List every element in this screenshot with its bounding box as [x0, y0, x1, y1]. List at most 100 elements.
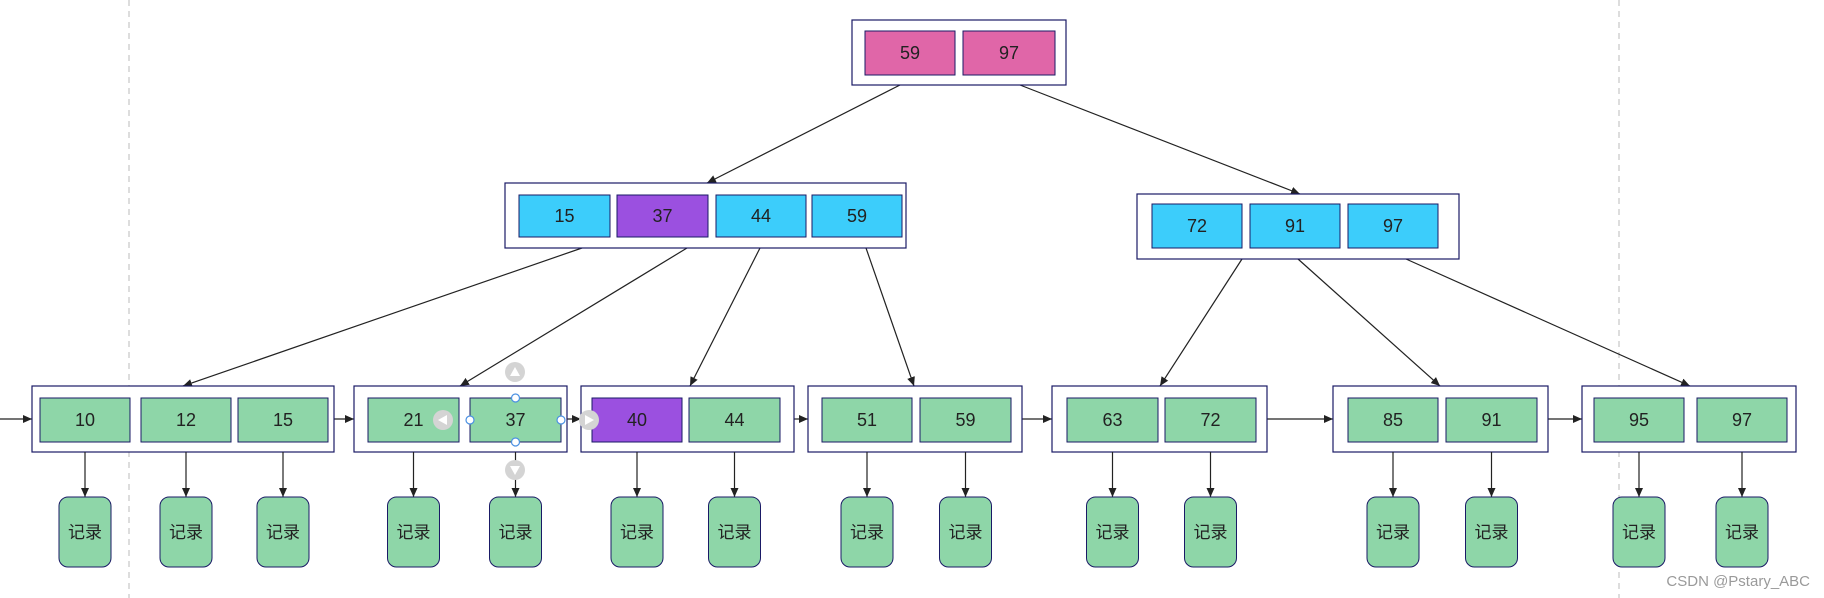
- key-label: 72: [1200, 410, 1220, 430]
- key-label: 10: [75, 410, 95, 430]
- key-cell[interactable]: [1066, 397, 1159, 443]
- key-cell[interactable]: [1696, 397, 1788, 443]
- key-label: 97: [1732, 410, 1752, 430]
- leaf-node[interactable]: 85 91: [1332, 385, 1549, 453]
- record-box[interactable]: [708, 496, 761, 568]
- record-box[interactable]: [387, 496, 440, 568]
- tree-edge: [1297, 258, 1441, 387]
- record-label: 记录: [499, 523, 533, 543]
- key-cell[interactable]: [962, 30, 1056, 76]
- record-box[interactable]: [1715, 496, 1769, 568]
- record-label: 记录: [397, 523, 431, 543]
- key-cell[interactable]: [140, 397, 232, 443]
- resize-handle[interactable]: [556, 415, 566, 425]
- leaf-node[interactable]: 10 12 15: [31, 385, 335, 453]
- key-cell[interactable]: [39, 397, 131, 443]
- key-cell[interactable]: [1593, 397, 1685, 443]
- tree-edge: [1405, 258, 1691, 387]
- key-label: 59: [900, 43, 920, 63]
- key-label: 51: [857, 410, 877, 430]
- record-box[interactable]: [159, 496, 213, 568]
- record-box[interactable]: [1366, 496, 1420, 568]
- key-cell[interactable]: [864, 30, 956, 76]
- tree-edge: [689, 247, 761, 387]
- resize-handle[interactable]: [465, 415, 475, 425]
- record-label: 记录: [1622, 523, 1656, 543]
- key-label: 59: [955, 410, 975, 430]
- leaf-node[interactable]: 63 72: [1051, 385, 1268, 453]
- key-cell[interactable]: [1249, 203, 1341, 249]
- record-label: 记录: [718, 523, 752, 543]
- record-label: 记录: [850, 523, 884, 543]
- key-cell[interactable]: [1164, 397, 1257, 443]
- record-label: 记录: [1096, 523, 1130, 543]
- connector-right-icon[interactable]: [579, 410, 599, 430]
- key-label: 12: [176, 410, 196, 430]
- record-label: 记录: [1376, 523, 1410, 543]
- tree-edge: [1019, 84, 1301, 195]
- key-cell[interactable]: [1445, 397, 1538, 443]
- root-node[interactable]: 59 97: [851, 19, 1067, 86]
- key-label: 37: [652, 206, 672, 226]
- key-label: 40: [627, 410, 647, 430]
- resize-handle[interactable]: [510, 437, 521, 447]
- key-label: 72: [1187, 216, 1207, 236]
- key-label: 97: [1383, 216, 1403, 236]
- key-cell[interactable]: [919, 397, 1012, 443]
- key-label: 15: [273, 410, 293, 430]
- record-box[interactable]: [256, 496, 310, 568]
- record-label: 记录: [1725, 523, 1759, 543]
- record-label: 记录: [949, 523, 983, 543]
- connector-down-icon[interactable]: [505, 460, 525, 480]
- key-label: 21: [403, 410, 423, 430]
- record-label: 记录: [169, 523, 203, 543]
- connector-left-icon[interactable]: [433, 410, 453, 430]
- key-cell[interactable]: [688, 397, 781, 443]
- tree-edge: [1159, 258, 1243, 387]
- key-label: 85: [1383, 410, 1403, 430]
- resize-handle[interactable]: [510, 393, 521, 403]
- key-label: 91: [1481, 410, 1501, 430]
- leaf-node[interactable]: 51 59: [807, 385, 1023, 453]
- record-box[interactable]: [939, 496, 992, 568]
- record-box[interactable]: [1465, 496, 1518, 568]
- key-label: 95: [1629, 410, 1649, 430]
- key-cell[interactable]: [821, 397, 913, 443]
- key-cell[interactable]: [715, 194, 807, 238]
- record-label: 记录: [68, 523, 102, 543]
- key-cell[interactable]: [616, 194, 709, 238]
- record-box[interactable]: [1086, 496, 1139, 568]
- watermark-text: CSDN @Pstary_ABC: [1666, 573, 1810, 590]
- key-cell[interactable]: [1347, 397, 1439, 443]
- tree-edge: [182, 247, 583, 387]
- record-box[interactable]: [840, 496, 894, 568]
- key-cell[interactable]: [237, 397, 329, 443]
- key-label: 44: [751, 206, 771, 226]
- record-box[interactable]: [1612, 496, 1666, 568]
- record-box[interactable]: [610, 496, 664, 568]
- key-label: 63: [1102, 410, 1122, 430]
- key-cell[interactable]: [518, 194, 611, 238]
- tree-edge: [459, 247, 688, 387]
- record-label: 记录: [266, 523, 300, 543]
- record-label: 记录: [1194, 523, 1228, 543]
- leaf-node[interactable]: 95 97: [1581, 385, 1797, 453]
- tree-edge: [706, 84, 901, 184]
- key-cell[interactable]: [591, 397, 683, 443]
- key-label: 15: [554, 206, 574, 226]
- internal-node[interactable]: 72 91 97: [1136, 193, 1460, 260]
- record-box[interactable]: [489, 496, 542, 568]
- record-box[interactable]: [58, 496, 112, 568]
- connector-up-icon[interactable]: [505, 362, 525, 382]
- key-cell[interactable]: [1151, 203, 1243, 249]
- record-box[interactable]: [1184, 496, 1237, 568]
- key-label: 97: [999, 43, 1019, 63]
- key-cell[interactable]: [811, 194, 903, 238]
- key-label: 91: [1285, 216, 1305, 236]
- key-cell[interactable]: [1347, 203, 1439, 249]
